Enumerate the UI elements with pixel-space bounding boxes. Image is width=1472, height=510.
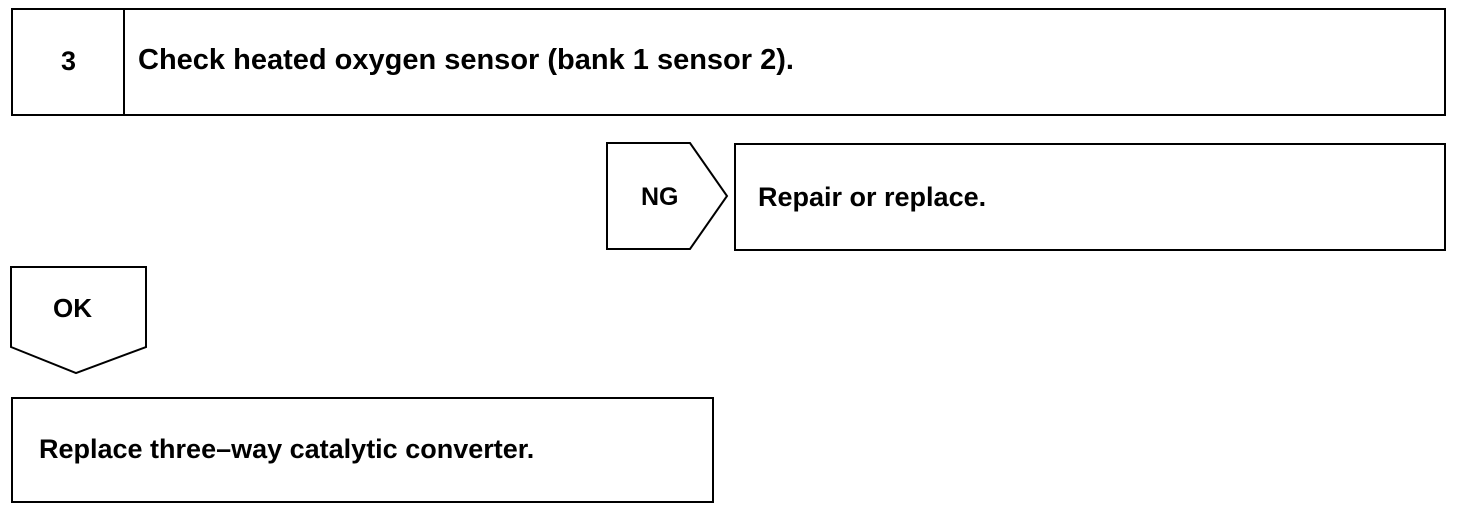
ok-action-box <box>11 397 714 503</box>
step-box <box>11 8 1446 116</box>
ng-action-text: Repair or replace. <box>758 182 987 212</box>
step-number: 3 <box>61 46 77 76</box>
ok-action-text: Replace three–way catalytic converter. <box>39 434 535 464</box>
ng-action-box <box>734 143 1446 251</box>
step-number-cell <box>13 10 125 114</box>
ok-label: OK <box>53 293 92 323</box>
ng-label: NG <box>641 183 679 211</box>
step-title: Check heated oxygen sensor (bank 1 senso… <box>138 44 794 76</box>
